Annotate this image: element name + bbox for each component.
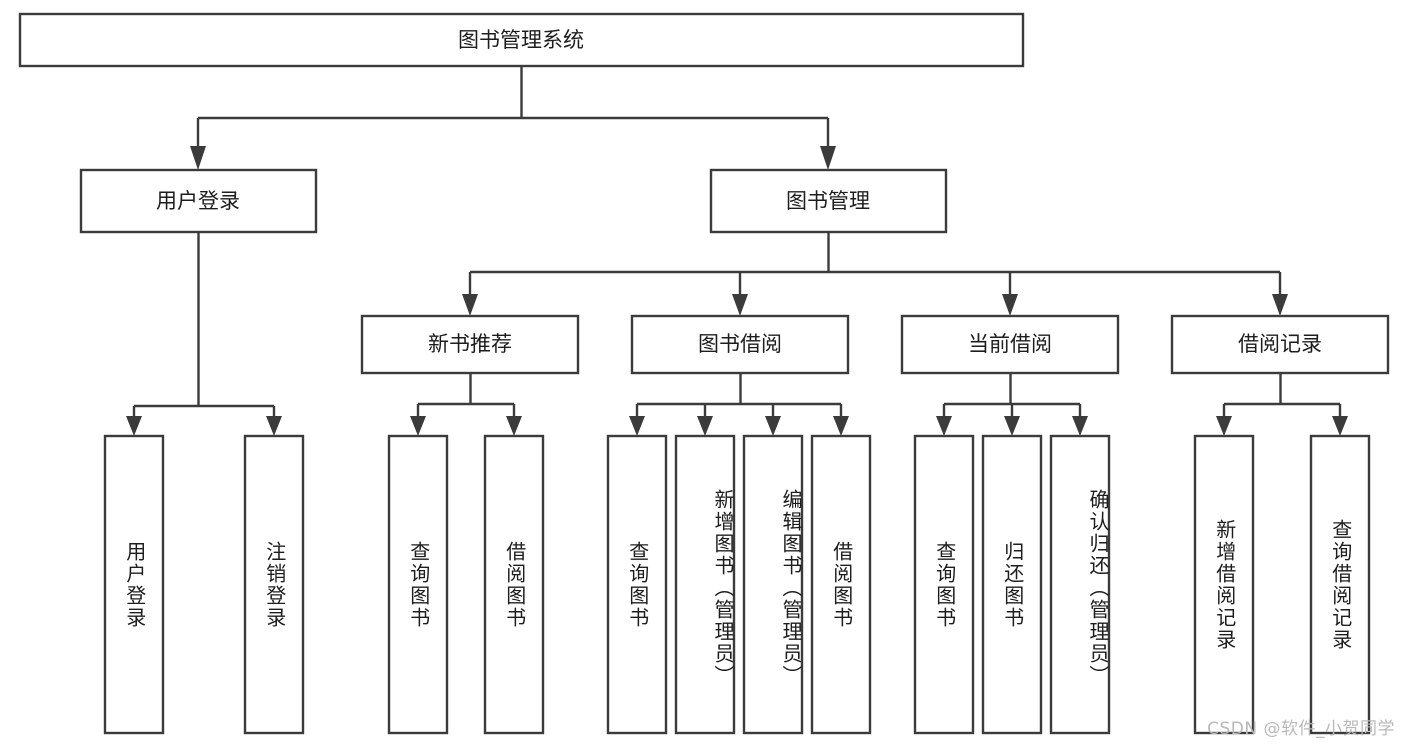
- node-book-manage[interactable]: 图书管理: [709, 168, 948, 234]
- node-user-login-label: 用户登录: [156, 189, 240, 213]
- arrowhead-book-manage: [820, 146, 836, 170]
- leaf-user-login-box[interactable]: [103, 434, 165, 735]
- arrowhead-leaf-user-login: [126, 416, 142, 436]
- node-new-book-recommend[interactable]: 新书推荐: [360, 314, 580, 375]
- arrowhead-leaf-confirm-return: [1072, 416, 1088, 436]
- arrowhead-new-book-recommend: [462, 294, 478, 316]
- node-book-borrow[interactable]: 图书借阅: [630, 314, 850, 375]
- leaf-borrow-book-box[interactable]: [810, 434, 872, 735]
- node-borrow-record[interactable]: 借阅记录: [1170, 314, 1390, 375]
- leaf-borrow-book-rec-box[interactable]: [483, 434, 545, 735]
- node-book-manage-label: 图书管理: [786, 189, 870, 213]
- node-root-box[interactable]: [18, 12, 1025, 68]
- leaf-add-book-box[interactable]: [674, 434, 736, 735]
- arrowhead-current-borrow: [1002, 294, 1018, 316]
- arrowhead-leaf-query-book-borrow: [629, 416, 645, 436]
- leaf-query-record-box[interactable]: [1309, 434, 1371, 735]
- leaf-return-book-box[interactable]: [981, 434, 1043, 735]
- node-borrow-record-label: 借阅记录: [1238, 332, 1322, 356]
- node-book-borrow-box[interactable]: [630, 314, 850, 375]
- arrowhead-leaf-user-logout: [266, 416, 282, 436]
- leaf-query-book-rec-box[interactable]: [387, 434, 449, 735]
- connector-root-to-level1: [190, 66, 836, 170]
- arrowhead-leaf-query-book-current: [936, 416, 952, 436]
- node-new-book-recommend-label: 新书推荐: [428, 332, 512, 356]
- leaf-add-record-box[interactable]: [1193, 434, 1255, 735]
- arrowhead-leaf-add-book: [697, 416, 713, 436]
- node-user-login-box[interactable]: [79, 168, 318, 234]
- connector-newbook-to-leaves: [410, 373, 522, 436]
- node-current-borrow[interactable]: 当前借阅: [900, 314, 1120, 375]
- node-book-borrow-label: 图书借阅: [698, 332, 782, 356]
- leaf-query-book-current-box[interactable]: [913, 434, 975, 735]
- leaf-user-logout-box[interactable]: [243, 434, 305, 735]
- node-root[interactable]: 图书管理系统: [18, 12, 1025, 68]
- arrowhead-leaf-query-book-rec: [410, 416, 426, 436]
- arrowhead-book-borrow: [732, 294, 748, 316]
- arrowhead-leaf-borrow-book-rec: [506, 416, 522, 436]
- node-current-borrow-box[interactable]: [900, 314, 1120, 375]
- leaf-edit-book-box[interactable]: [742, 434, 804, 735]
- arrowhead-leaf-add-record: [1216, 416, 1232, 436]
- connector-userlogin-to-leaves: [126, 232, 282, 436]
- connector-bookborrow-to-leaves: [629, 373, 849, 436]
- csdn-watermark: CSDN @软件_小贺同学: [1207, 719, 1395, 739]
- node-user-login[interactable]: 用户登录: [79, 168, 318, 234]
- connector-currentborrow-to-leaves: [936, 373, 1088, 436]
- node-new-book-recommend-box[interactable]: [360, 314, 580, 375]
- node-current-borrow-label: 当前借阅: [968, 332, 1052, 356]
- node-borrow-record-box[interactable]: [1170, 314, 1390, 375]
- arrowhead-leaf-edit-book: [765, 416, 781, 436]
- arrowhead-user-login: [190, 146, 206, 170]
- connector-bookmanage-to-level2: [462, 232, 1288, 316]
- arrowhead-leaf-query-record: [1332, 416, 1348, 436]
- node-root-label: 图书管理系统: [458, 28, 584, 52]
- arrowhead-leaf-return-book: [1004, 416, 1020, 436]
- connector-borrowrecord-to-leaves: [1216, 373, 1348, 436]
- arrowhead-borrow-record: [1272, 294, 1288, 316]
- leaf-query-book-borrow-box[interactable]: [606, 434, 668, 735]
- leaf-confirm-return-box[interactable]: [1049, 434, 1111, 735]
- arrowhead-leaf-borrow-book: [833, 416, 849, 436]
- node-book-manage-box[interactable]: [709, 168, 948, 234]
